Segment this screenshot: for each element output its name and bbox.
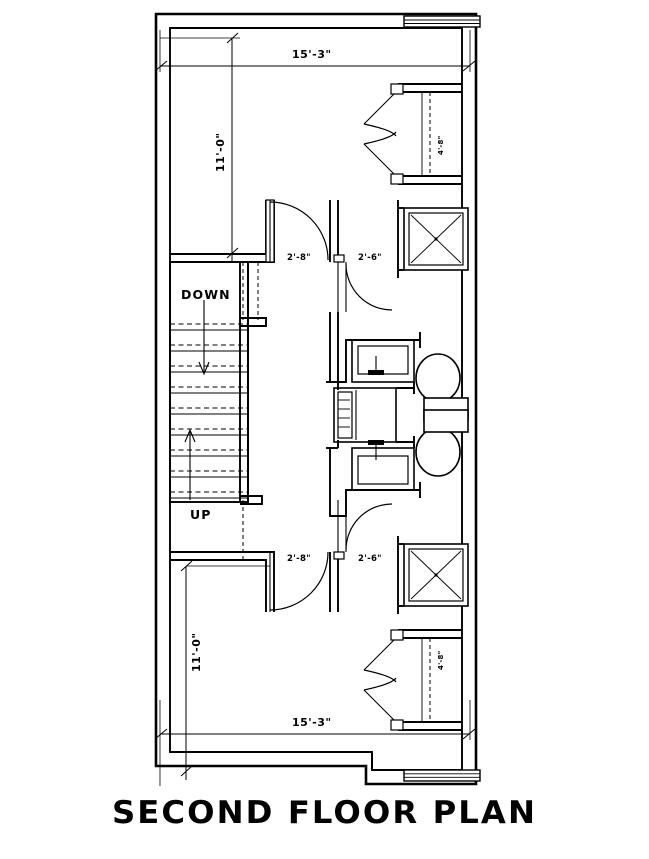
vanity-lower	[351, 440, 415, 491]
closet-upper	[363, 83, 462, 185]
door-lower-right-label: 2'-6"	[358, 554, 382, 564]
stairway	[169, 261, 267, 560]
door-lower-left	[269, 551, 329, 612]
page-title: SECOND FLOOR PLAN	[111, 795, 538, 831]
window-top	[403, 15, 481, 28]
dimension-depth-top-label: 11'-0"	[214, 132, 227, 172]
dimension-left-top	[160, 32, 240, 262]
shower-lower	[397, 536, 469, 614]
dimension-bottom-label: 15'-3"	[292, 716, 332, 729]
toilet-lower	[415, 409, 469, 477]
door-upper-right	[333, 254, 393, 312]
dimension-top	[154, 30, 476, 72]
door-upper-right-label: 2'-6"	[358, 253, 382, 263]
door-upper-left	[265, 199, 329, 263]
closet-lower	[363, 629, 462, 731]
linen-closet	[333, 387, 397, 443]
door-lower-left-label: 2'-8"	[287, 554, 311, 564]
closet-lower-label: 4'-8"	[437, 650, 445, 670]
window-bottom	[403, 769, 481, 782]
dimension-bottom	[154, 700, 476, 786]
shower-upper	[397, 200, 469, 278]
door-upper-left-label: 2'-8"	[287, 253, 311, 263]
door-lower-right	[333, 500, 393, 560]
dimension-left-bottom	[180, 560, 270, 780]
dimension-depth-bottom-label: 11'-0"	[190, 632, 203, 672]
stair-down-label: DOWN	[181, 287, 231, 302]
vanity-upper	[351, 339, 415, 383]
stair-up-label: UP	[190, 507, 212, 522]
dimension-top-label: 15'-3"	[292, 48, 332, 61]
closet-upper-label: 4'-8"	[437, 135, 445, 155]
